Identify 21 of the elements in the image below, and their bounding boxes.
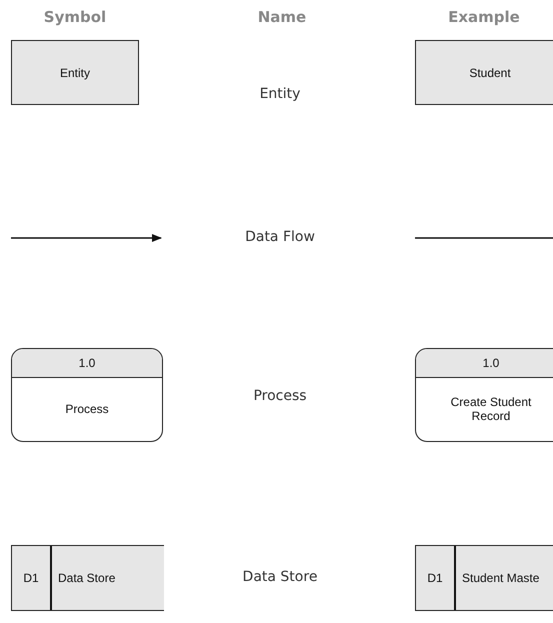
store-label: Student Maste [461, 571, 540, 585]
store-label: Data Store [57, 571, 116, 585]
entity-box: Entity [11, 40, 139, 105]
process-box [11, 348, 163, 442]
symbol-name: Data Flow [244, 229, 316, 245]
process-label: Process [64, 401, 110, 418]
column-header: Name [256, 8, 308, 26]
process-box [415, 348, 553, 442]
process-label: Create Student Record [450, 394, 532, 425]
store-id: D1 [12, 546, 52, 610]
symbol-name: Process [252, 388, 308, 404]
column-header: Symbol [42, 8, 108, 26]
store-id: D1 [416, 546, 456, 610]
column-header: Example [447, 8, 521, 26]
data-store-box [415, 545, 553, 611]
process-id: 1.0 [12, 349, 162, 378]
symbol-name: Entity [258, 86, 302, 102]
entity-box: Student [415, 40, 553, 105]
process-id: 1.0 [416, 349, 553, 378]
data-store-box [11, 545, 164, 611]
symbol-name: Data Store [242, 569, 318, 585]
